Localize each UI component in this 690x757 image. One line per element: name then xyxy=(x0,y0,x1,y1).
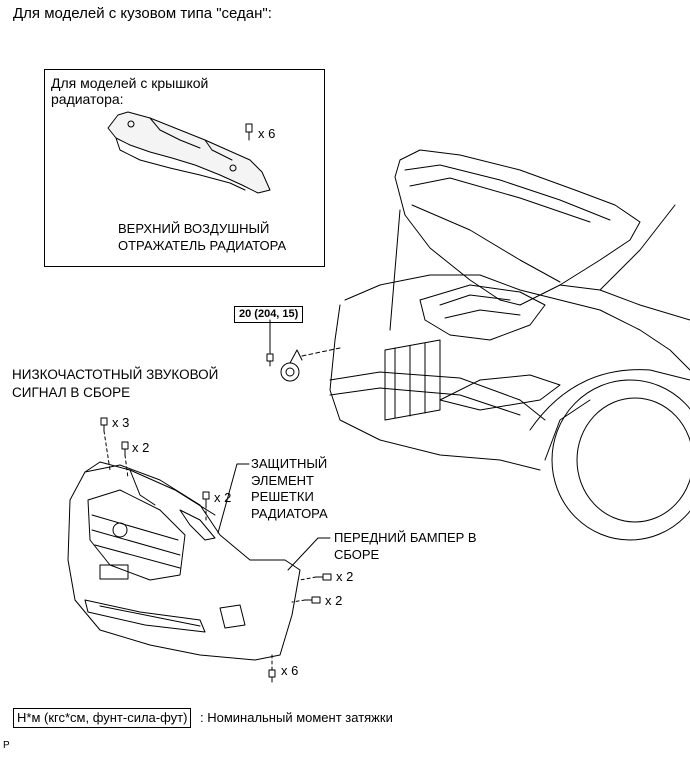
side-upper-qty: x 2 xyxy=(336,569,354,584)
horn-bolt-icon xyxy=(266,353,274,367)
page-title: Для моделей с кузовом типа "седан": xyxy=(13,5,272,22)
clip-second-icon xyxy=(121,441,129,456)
grille-protector-drawing xyxy=(179,509,216,541)
grille-clip-icon xyxy=(202,491,210,506)
front-bumper-label: ПЕРЕДНИЙ БАМПЕР В СБОРЕ xyxy=(334,530,477,562)
legend-torque-text: : Номинальный момент затяжки xyxy=(200,710,393,725)
front-bumper-drawing xyxy=(67,461,301,661)
inset-bolt-icon xyxy=(245,123,253,141)
torque-spec-box: 20 (204, 15) xyxy=(234,306,304,323)
inset-caption: Для моделей с крышкой радиатора: xyxy=(51,75,209,107)
bumper-leader-line xyxy=(287,537,331,571)
page-mark: P xyxy=(3,740,10,751)
grille-leader-line xyxy=(217,463,250,534)
bottom-screw-icon xyxy=(268,669,276,683)
horn-drawing xyxy=(280,349,303,382)
radiator-cover-inset xyxy=(44,69,325,267)
grille-protector-label: ЗАЩИТНЫЙ ЭЛЕМЕНТ РЕШЕТКИ РАДИАТОРА xyxy=(251,456,328,521)
clip-top-qty: x 3 xyxy=(112,415,130,430)
inset-qty-label: x 6 xyxy=(258,126,276,141)
clip-second-qty: x 2 xyxy=(132,440,150,455)
bottom-qty: x 6 xyxy=(281,663,299,678)
side-lower-screw-icon xyxy=(304,596,321,604)
radiator-deflector-label: ВЕРХНИЙ ВОЗДУШНЫЙ ОТРАЖАТЕЛЬ РАДИАТОРА xyxy=(118,221,287,253)
car-body-drawing xyxy=(329,149,690,541)
horn-label: НИЗКОЧАСТОТНЫЙ ЗВУКОВОЙ СИГНАЛ В СБОРЕ xyxy=(12,367,219,400)
legend-torque-unit-box: Н*м (кгс*см, фунт-сила-фут) xyxy=(13,708,192,728)
side-lower-qty: x 2 xyxy=(325,593,343,608)
side-upper-screw-icon xyxy=(315,573,332,581)
clip-top-icon xyxy=(100,417,108,432)
radiator-deflector-drawing xyxy=(107,111,271,194)
